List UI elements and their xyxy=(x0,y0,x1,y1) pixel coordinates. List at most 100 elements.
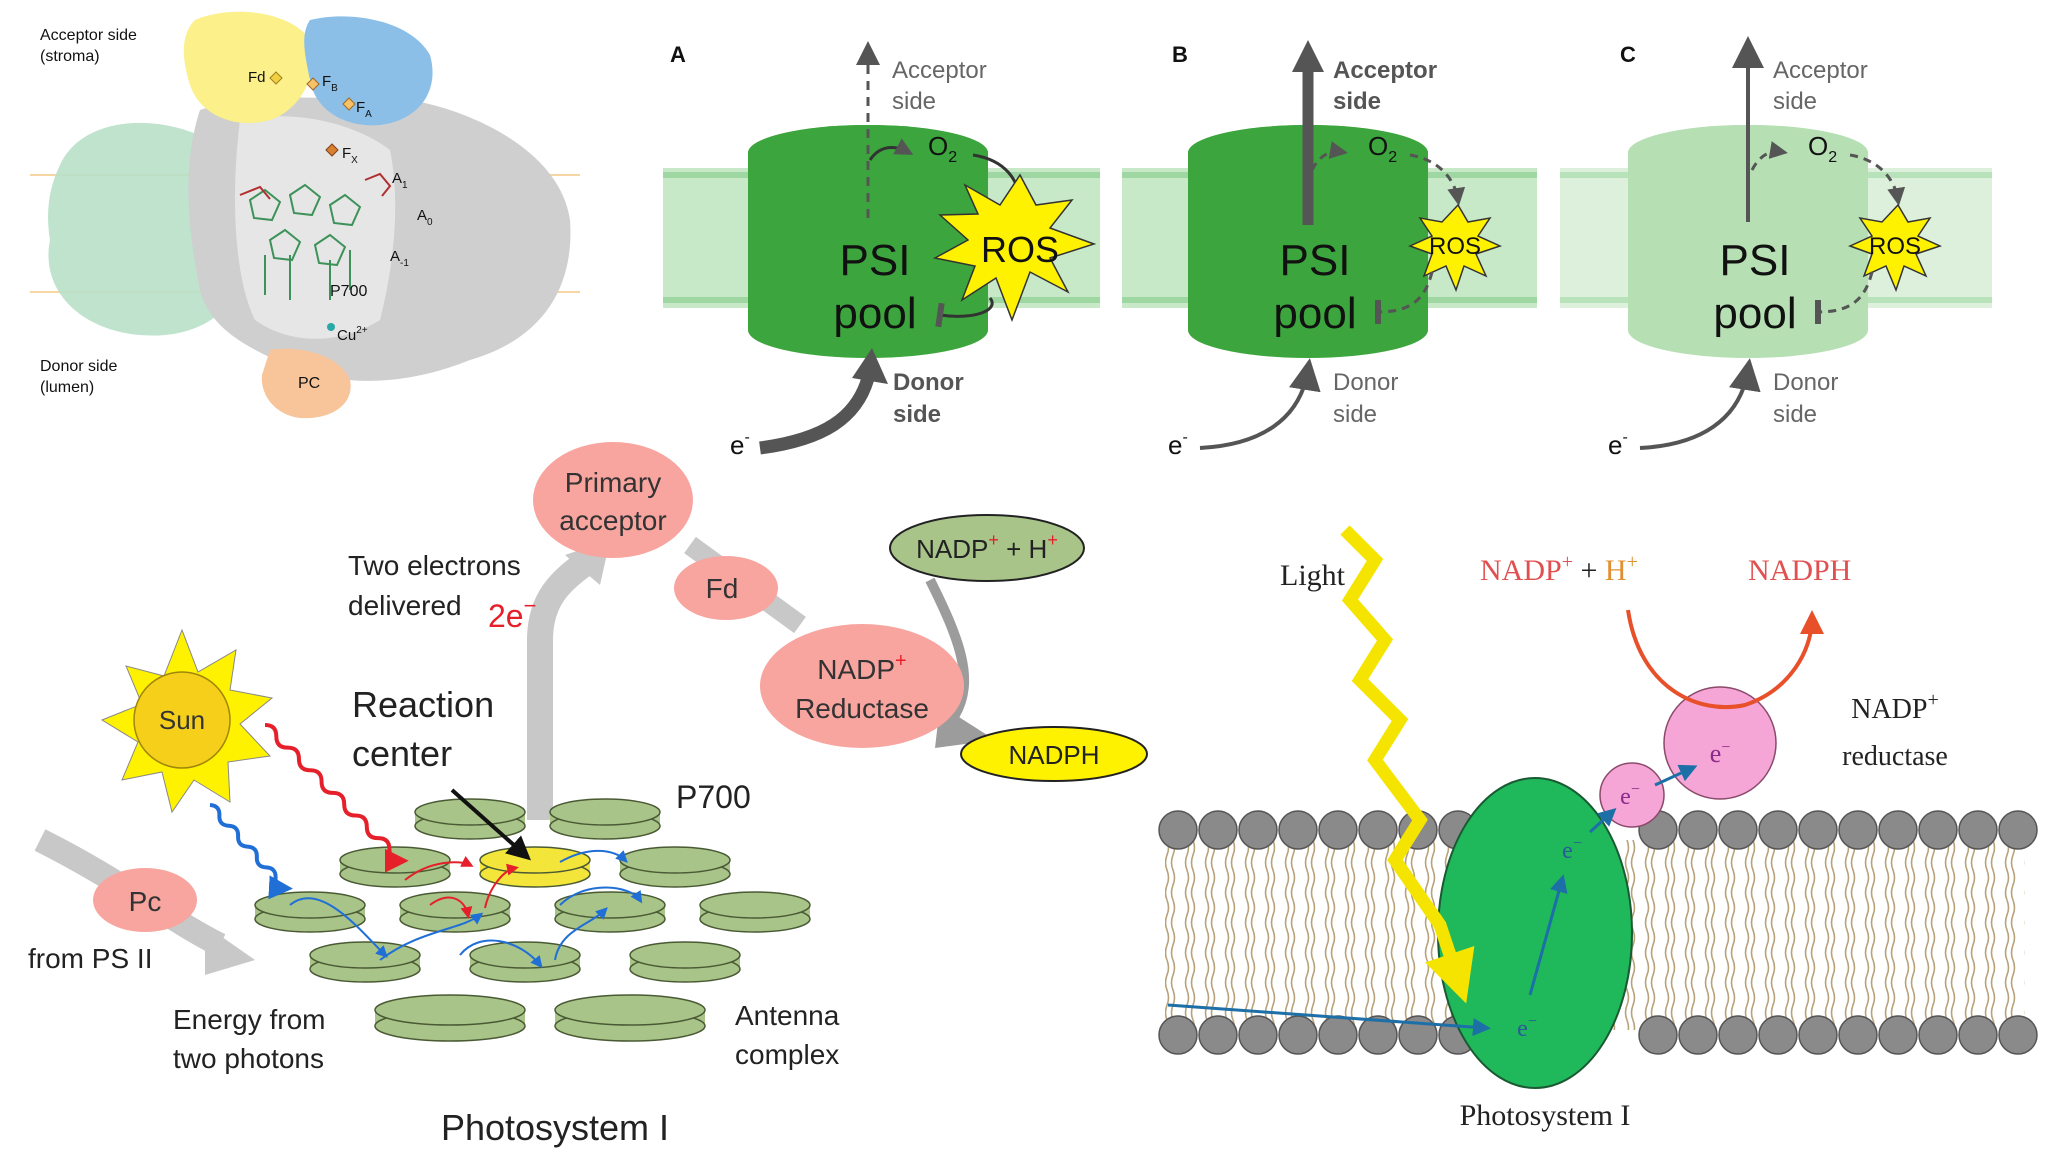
donor-arrow-b xyxy=(1199,358,1321,450)
light-core-shape xyxy=(235,116,396,339)
o2-label-c: O2 xyxy=(1808,131,1837,166)
donor-label-b: Donor xyxy=(1333,369,1398,396)
internal-electron-arrow xyxy=(1528,874,1568,996)
reductase-label: NADP+ xyxy=(1851,689,1939,725)
nadp-reductase-label-2: Reductase xyxy=(795,693,929,724)
blue-subunit-shape xyxy=(304,16,433,126)
disc xyxy=(619,846,731,888)
reductase-label-2: reductase xyxy=(1842,741,1948,772)
disc xyxy=(414,798,526,840)
psi-pool-cylinder-b xyxy=(1188,125,1428,358)
fa-label: FA xyxy=(356,99,372,120)
donor-arrow-c xyxy=(1639,358,1761,450)
light-beam xyxy=(1340,525,1475,1004)
psi-scheme: Sun Pc from PS II Primary acceptor Fd NA… xyxy=(28,442,1148,1148)
ros-inhibit-a xyxy=(935,297,994,328)
donor-arrow-a xyxy=(759,368,877,455)
psi-label-b: PSI xyxy=(1280,236,1351,285)
disc xyxy=(339,846,451,888)
donor-arrowhead-a xyxy=(852,348,888,384)
energy-label: Energy from xyxy=(173,1004,326,1035)
electron-label-membrane-3: e− xyxy=(1620,781,1640,810)
pc-subunit-shape xyxy=(261,348,351,419)
electron-label-membrane-1: e− xyxy=(1517,1013,1537,1042)
acceptor-label-c: Acceptor xyxy=(1773,57,1868,84)
nadph-bubble xyxy=(960,726,1148,782)
o2-label-a: O2 xyxy=(928,131,957,166)
panel-a: ROS PSI pool O2 Acceptor side e- Donor s… xyxy=(663,41,1100,460)
reaction-center-pointer xyxy=(450,788,531,861)
reaction-label: Reaction xyxy=(352,684,494,725)
nadp-reductase-bubble xyxy=(760,624,964,748)
nadp-to-nadph-arrow xyxy=(925,577,970,718)
ros-inhibit-c xyxy=(1814,271,1874,325)
pc-structure-label: PC xyxy=(298,375,320,392)
fb-label: FB xyxy=(322,73,338,94)
donor-side-label-b: side xyxy=(1333,401,1377,428)
fd-label: Fd xyxy=(248,69,266,86)
antenna-discs xyxy=(254,798,811,1042)
disc xyxy=(554,891,666,933)
nadp-reduction-arrow xyxy=(1626,609,1824,710)
primary-acceptor-bubble xyxy=(533,442,693,558)
panel-b: ROS PSI pool O2 Acceptor side e- Donor s… xyxy=(1122,40,1537,460)
electron-label-b: e- xyxy=(1168,429,1188,460)
disc xyxy=(374,994,526,1042)
acceptor-label-a: Acceptor xyxy=(892,57,987,84)
complex-label: complex xyxy=(735,1039,839,1070)
cu-ion-icon xyxy=(327,323,335,331)
psi-pool-cylinder-c xyxy=(1628,125,1868,358)
to-o2-arrow-b xyxy=(1310,141,1348,171)
donor-side-label-a: side xyxy=(893,401,941,428)
o2-label-b: O2 xyxy=(1368,131,1397,166)
red-photon-wave xyxy=(264,723,409,873)
acceptor-side-label-c: side xyxy=(1773,88,1817,115)
acceptor-side-sublabel: (stroma) xyxy=(40,48,100,65)
panel-letter-c: C xyxy=(1620,42,1636,67)
energy-transfer-arrows xyxy=(289,849,643,969)
electron-label-a: e- xyxy=(730,429,750,460)
two-electrons-label: Two electrons xyxy=(348,550,521,581)
electron-label-c: e- xyxy=(1608,429,1628,460)
to-o2-arrow-a xyxy=(868,138,914,161)
pool-label-c: pool xyxy=(1713,289,1796,338)
disc xyxy=(629,941,741,983)
donor-label-c: Donor xyxy=(1773,369,1838,396)
primary-acceptor-label-2: acceptor xyxy=(559,505,666,536)
photosystem-title-right: Photosystem I xyxy=(1460,1099,1631,1132)
psi-label-c: PSI xyxy=(1720,236,1791,285)
donor-side-label: Donor side xyxy=(40,358,117,375)
panel-c: ROS PSI pool O2 Acceptor side e- Donor s… xyxy=(1560,36,1992,460)
disc xyxy=(699,891,811,933)
lipid-heads-top xyxy=(1158,810,2038,850)
disc xyxy=(399,891,511,933)
ros-label-a: ROS xyxy=(981,229,1059,270)
fb-cluster-icon xyxy=(306,77,320,91)
nadp-reductase-label: NADP+ xyxy=(817,650,906,685)
nadp-h-bubble xyxy=(889,514,1085,582)
pool-label-b: pool xyxy=(1273,289,1356,338)
donor-side-label-c: side xyxy=(1773,401,1817,428)
fx-label: FX xyxy=(342,145,358,166)
membrane-illustration: e− e− e− e− Light NADP+ + H+ NADPH NADP+… xyxy=(1158,525,2038,1132)
p700-structure-label: P700 xyxy=(330,283,367,300)
disc xyxy=(469,941,581,983)
electron-label-membrane-4: e− xyxy=(1710,739,1731,768)
panel-letter-b: B xyxy=(1172,42,1188,67)
two-photons-label: two photons xyxy=(173,1043,324,1074)
reductase-internal-arrow xyxy=(1654,764,1698,787)
sun-label: Sun xyxy=(159,705,205,735)
acceptor-label-b: Acceptor xyxy=(1333,57,1437,84)
p700-scheme-label: P700 xyxy=(676,779,751,815)
psi-label-a: PSI xyxy=(840,236,911,285)
a-1-label: A-1 xyxy=(390,248,409,269)
panel-letter-a: A xyxy=(670,42,686,67)
blue-photon-wave xyxy=(209,803,293,900)
photosystem-title-left: Photosystem I xyxy=(441,1107,669,1148)
from-ps2-label: from PS II xyxy=(28,943,152,974)
disc xyxy=(549,798,661,840)
fd-cluster-icon xyxy=(269,71,283,85)
ros-inhibit-b xyxy=(1374,271,1434,325)
electron-label-membrane-2: e− xyxy=(1562,835,1582,864)
